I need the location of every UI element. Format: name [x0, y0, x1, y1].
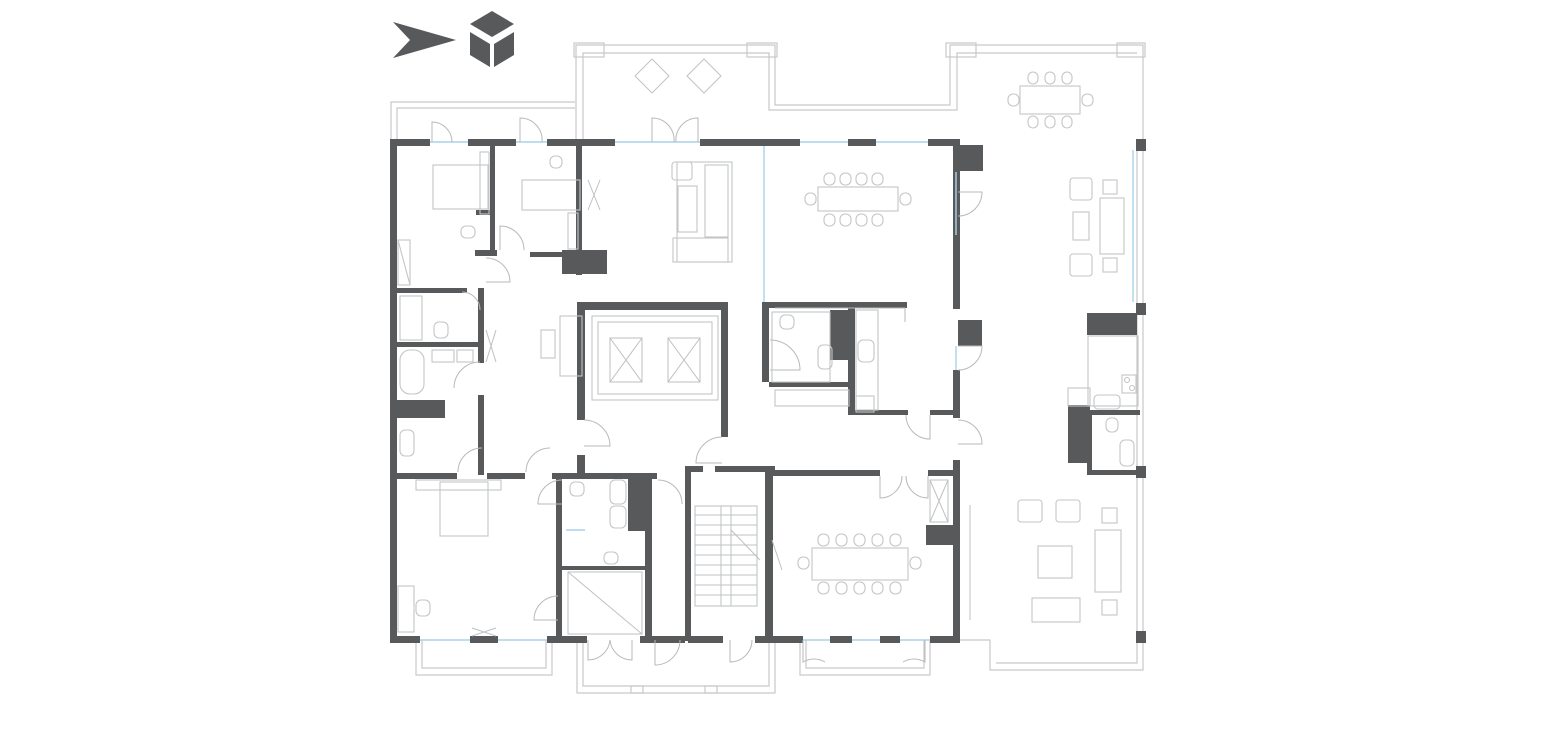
north-arrow-icon[interactable] [393, 22, 456, 58]
windows [420, 141, 1134, 641]
doors [431, 117, 983, 666]
furniture [397, 58, 1139, 637]
cube-3d-icon[interactable] [470, 11, 514, 67]
terraces [390, 42, 1146, 694]
walls [390, 139, 1146, 643]
